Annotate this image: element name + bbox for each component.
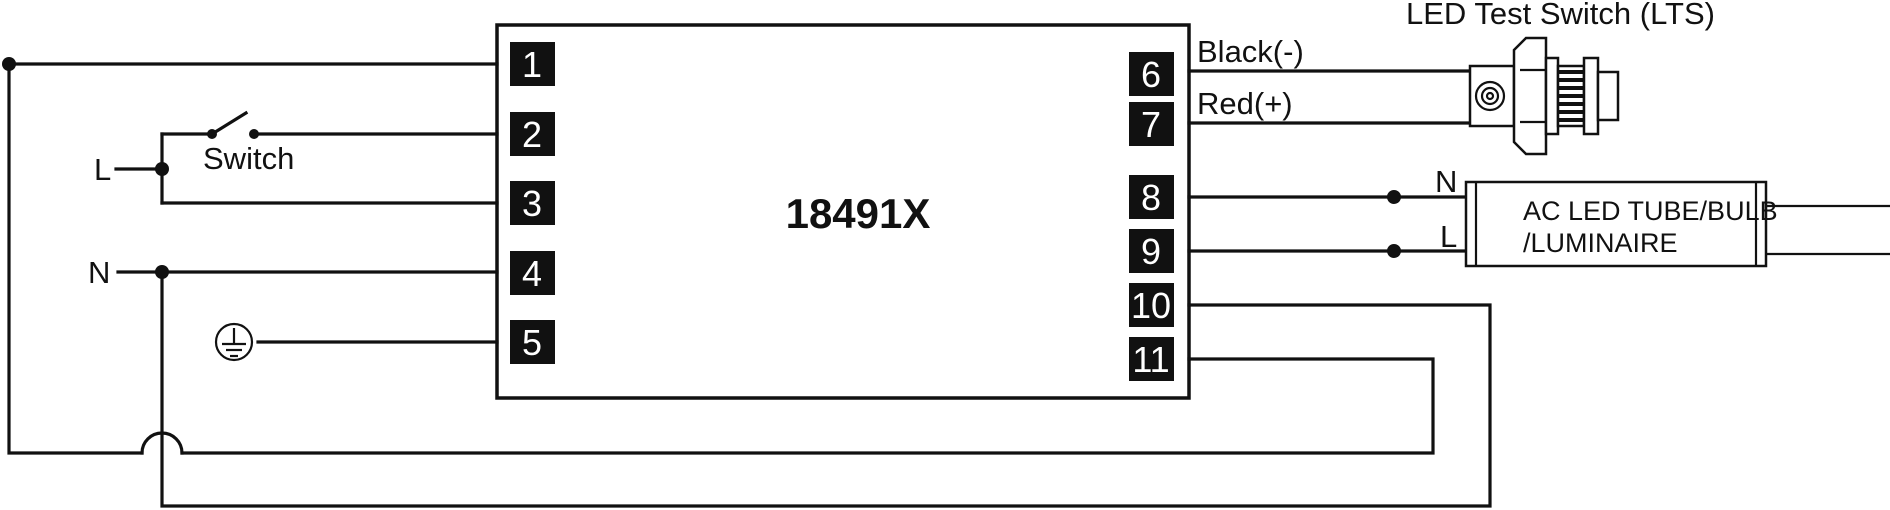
led-test-switch-icon	[1468, 36, 1620, 156]
junction-dot	[1387, 190, 1401, 204]
junction-dot	[2, 57, 16, 71]
terminal-7: 7	[1129, 102, 1174, 146]
terminal-2-label: 2	[522, 114, 542, 155]
terminal-8: 8	[1129, 175, 1174, 219]
neutral-input-label: N	[88, 255, 110, 290]
terminal-9: 9	[1129, 229, 1174, 273]
terminal-6-label: 6	[1141, 54, 1161, 95]
red-wire-label: Red(+)	[1197, 86, 1293, 121]
terminal-5-label: 5	[522, 322, 542, 363]
load-label-line-1: AC LED TUBE/BULB	[1523, 196, 1778, 226]
junction-dot	[155, 265, 169, 279]
terminal-3-label: 3	[522, 183, 542, 224]
module-title: 18491X	[786, 190, 931, 237]
terminal-11-label: 11	[1132, 339, 1169, 380]
load-label-line-2: /LUMINAIRE	[1523, 228, 1678, 258]
ground-icon	[214, 322, 254, 362]
terminal-1: 1	[510, 42, 555, 86]
load-line-label: L	[1440, 219, 1457, 254]
terminal-1-label: 1	[522, 44, 542, 85]
terminal-5: 5	[510, 320, 555, 364]
junction-dot	[1387, 244, 1401, 258]
terminal-8-label: 8	[1141, 177, 1161, 218]
terminal-10-label: 10	[1131, 285, 1171, 326]
wire-to-terminal-11	[180, 357, 1435, 455]
load-neutral-label: N	[1435, 164, 1457, 199]
led-tube-icon	[1464, 180, 1890, 268]
terminal-6: 6	[1129, 52, 1174, 96]
terminal-4-label: 4	[522, 253, 542, 294]
terminal-7-label: 7	[1141, 104, 1161, 145]
terminal-2: 2	[510, 112, 555, 156]
module-box	[495, 23, 1191, 400]
black-wire-label: Black(-)	[1197, 34, 1304, 69]
load-wiring: N L AC LED TUBE/BULB /LUMINAIRE	[1187, 164, 1890, 268]
terminal-10: 10	[1129, 283, 1174, 327]
lts-label: LED Test Switch (LTS)	[1406, 0, 1715, 31]
wire-terminal-1	[7, 62, 499, 455]
wire-neutral-drop	[160, 270, 1492, 508]
junction-dot	[155, 162, 169, 176]
line-input-label: L	[94, 152, 111, 187]
switch-label: Switch	[203, 141, 294, 176]
left-wiring: L Switch N	[2, 57, 1492, 508]
terminal-3: 3	[510, 181, 555, 225]
terminal-4: 4	[510, 251, 555, 295]
switch-icon	[207, 110, 259, 139]
terminal-11: 11	[1129, 337, 1174, 381]
terminal-9-label: 9	[1141, 231, 1161, 272]
lts-wiring: Black(-) Red(+) LED Test Switch (LTS)	[1187, 0, 1715, 156]
